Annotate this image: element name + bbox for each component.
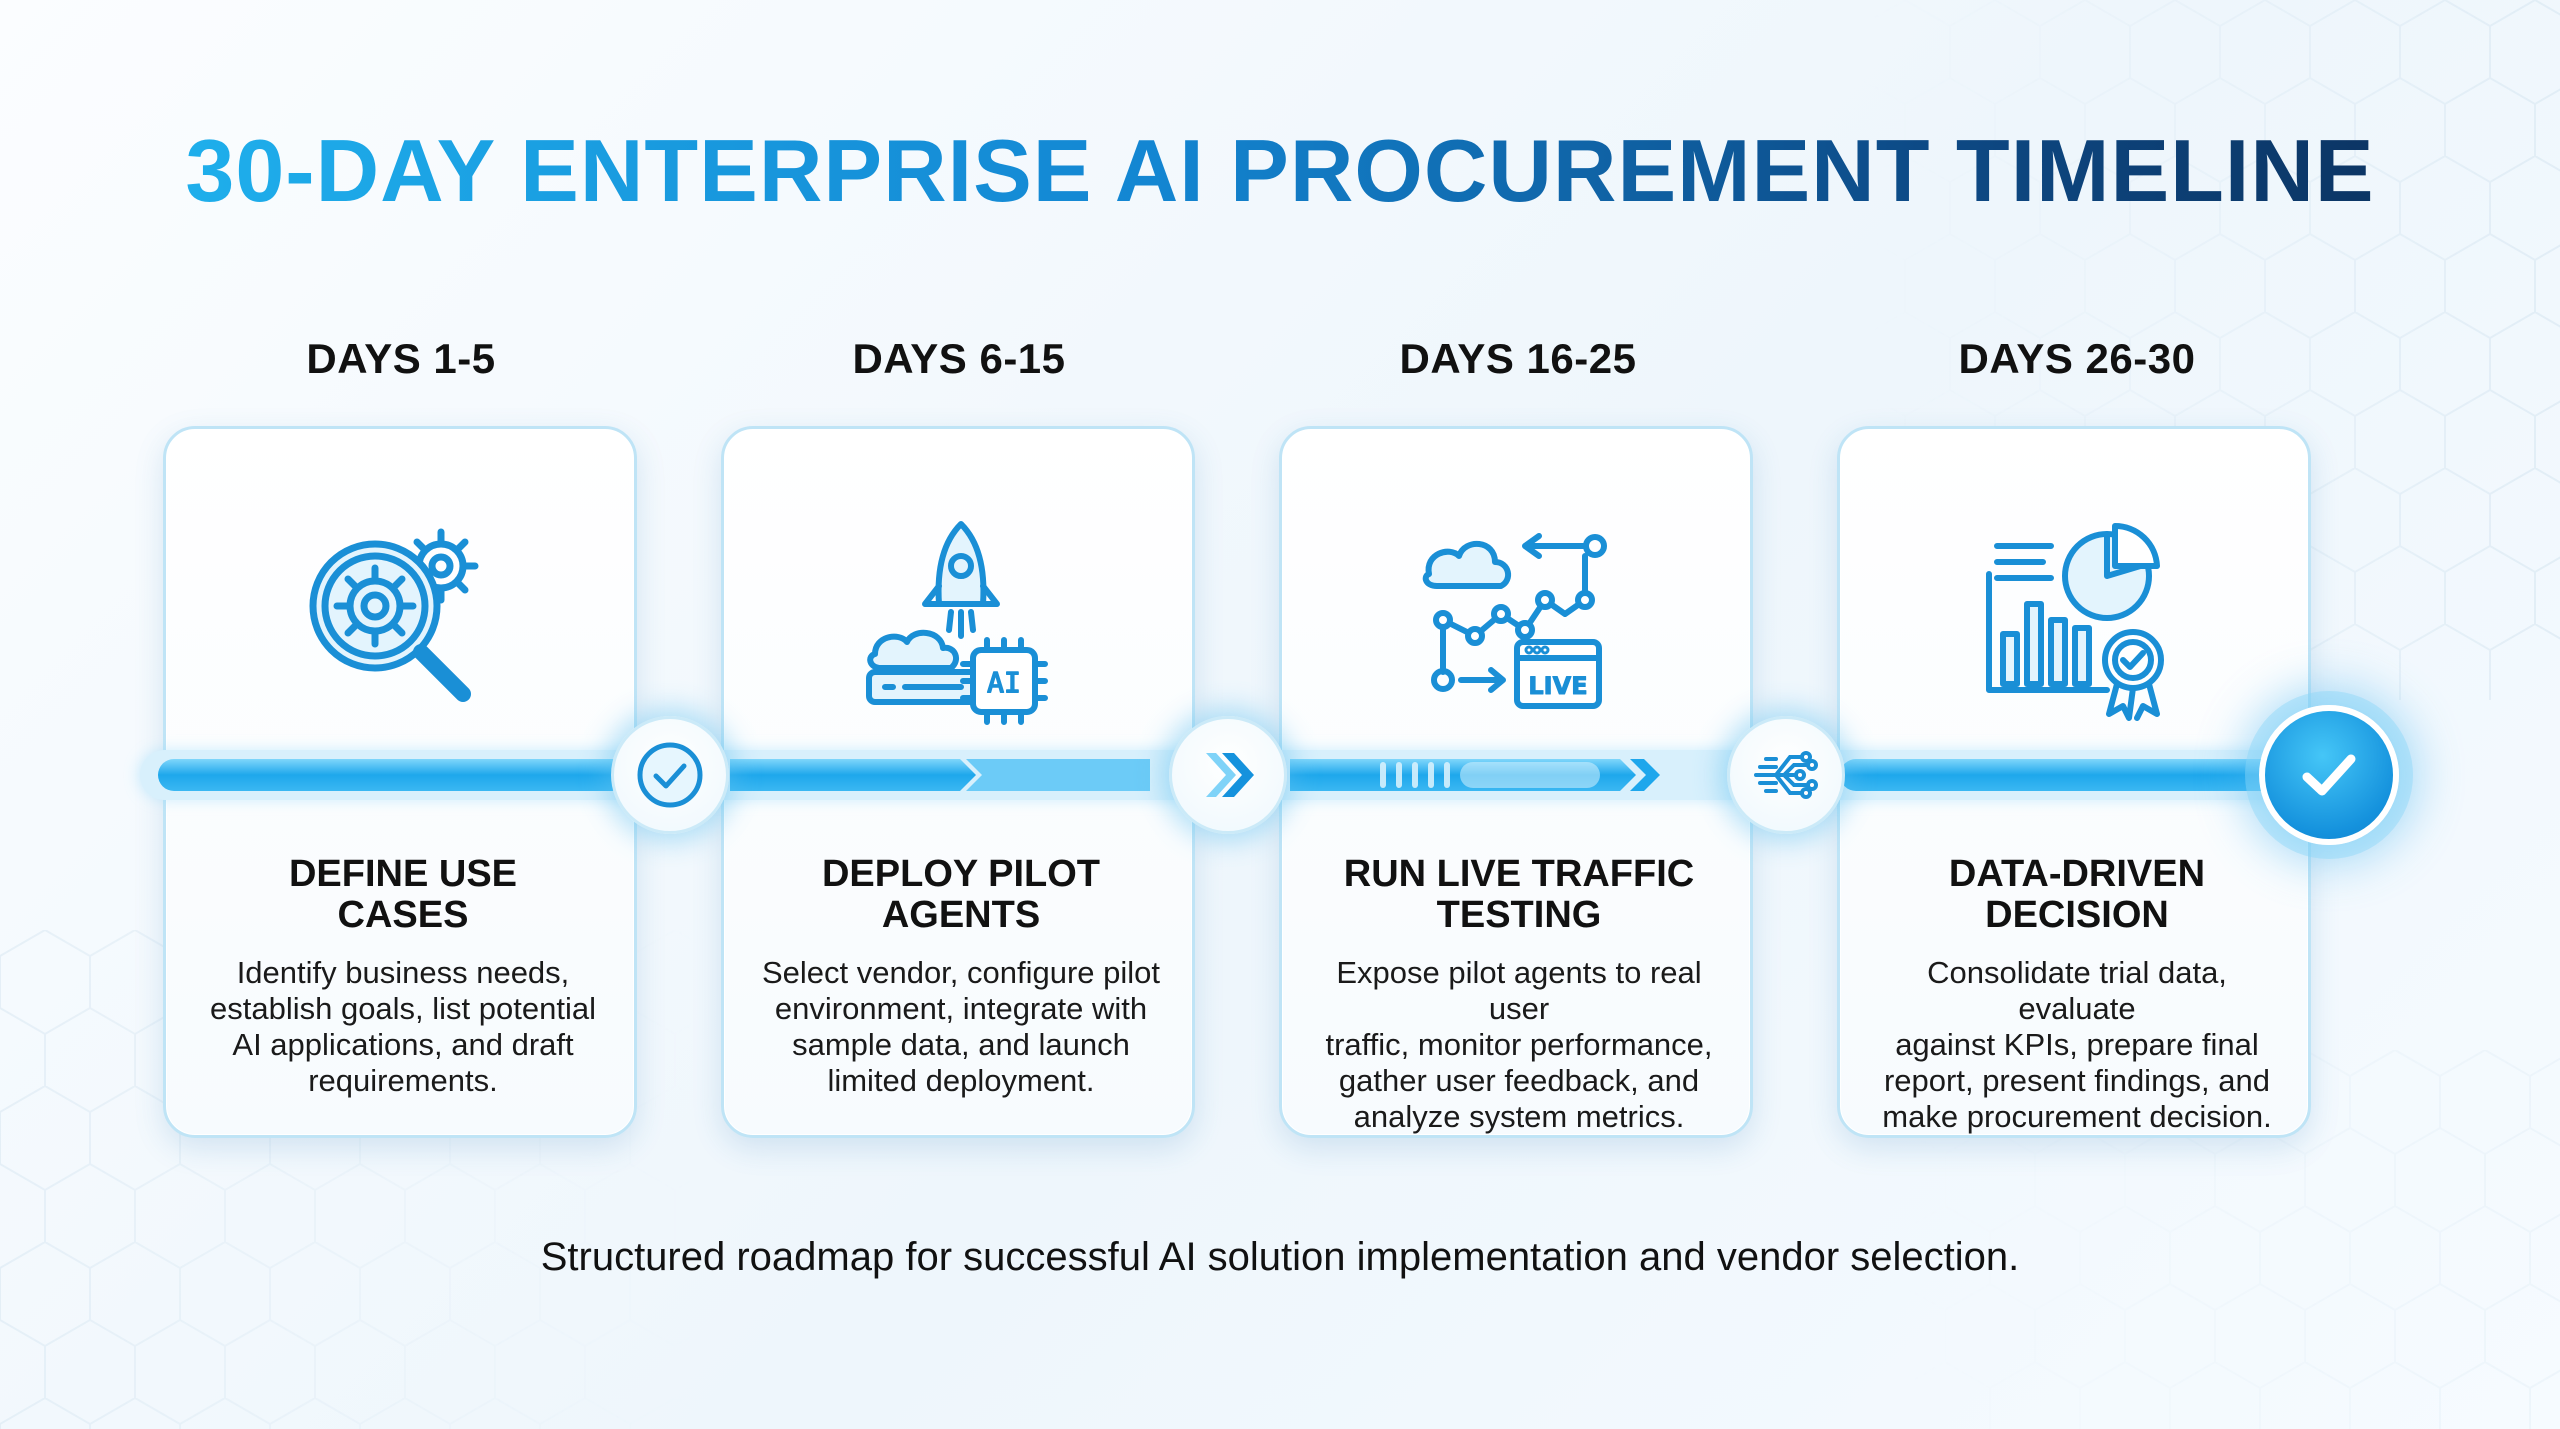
milestone-node-3 (1727, 716, 1845, 834)
double-chevron-right-icon (1206, 753, 1254, 797)
phase-days-label: DAYS 26-30 (1958, 335, 2196, 382)
check-icon (2302, 754, 2356, 796)
phase-days-label: DAYS 1-5 (306, 335, 496, 382)
svg-text:LIVE: LIVE (1528, 672, 1587, 700)
svg-text:AI: AI (987, 666, 1021, 699)
milestone-node-final (2259, 705, 2399, 845)
milestone-node-1 (611, 716, 729, 834)
page-title: 30-DAY ENTERPRISE AI PROCUREMENT TIMELIN… (0, 118, 2560, 224)
network-circuit-icon (1754, 751, 1818, 799)
footer-caption: Structured roadmap for successful AI sol… (540, 1235, 2020, 1279)
phase-description: Identify business needs,establish goals,… (209, 955, 596, 1098)
magnifier-gear-icon (309, 528, 479, 702)
check-circle-icon (637, 742, 703, 808)
cloud-traffic-live-icon: LIVE (1422, 533, 1607, 709)
phase-days-label: DAYS 6-15 (852, 335, 1066, 382)
report-chart-badge-icon (1986, 522, 2164, 721)
phase-days-label: DAYS 16-25 (1399, 335, 1637, 382)
rocket-ai-chip-icon: AI (866, 521, 1048, 725)
milestone-node-2 (1169, 716, 1287, 834)
